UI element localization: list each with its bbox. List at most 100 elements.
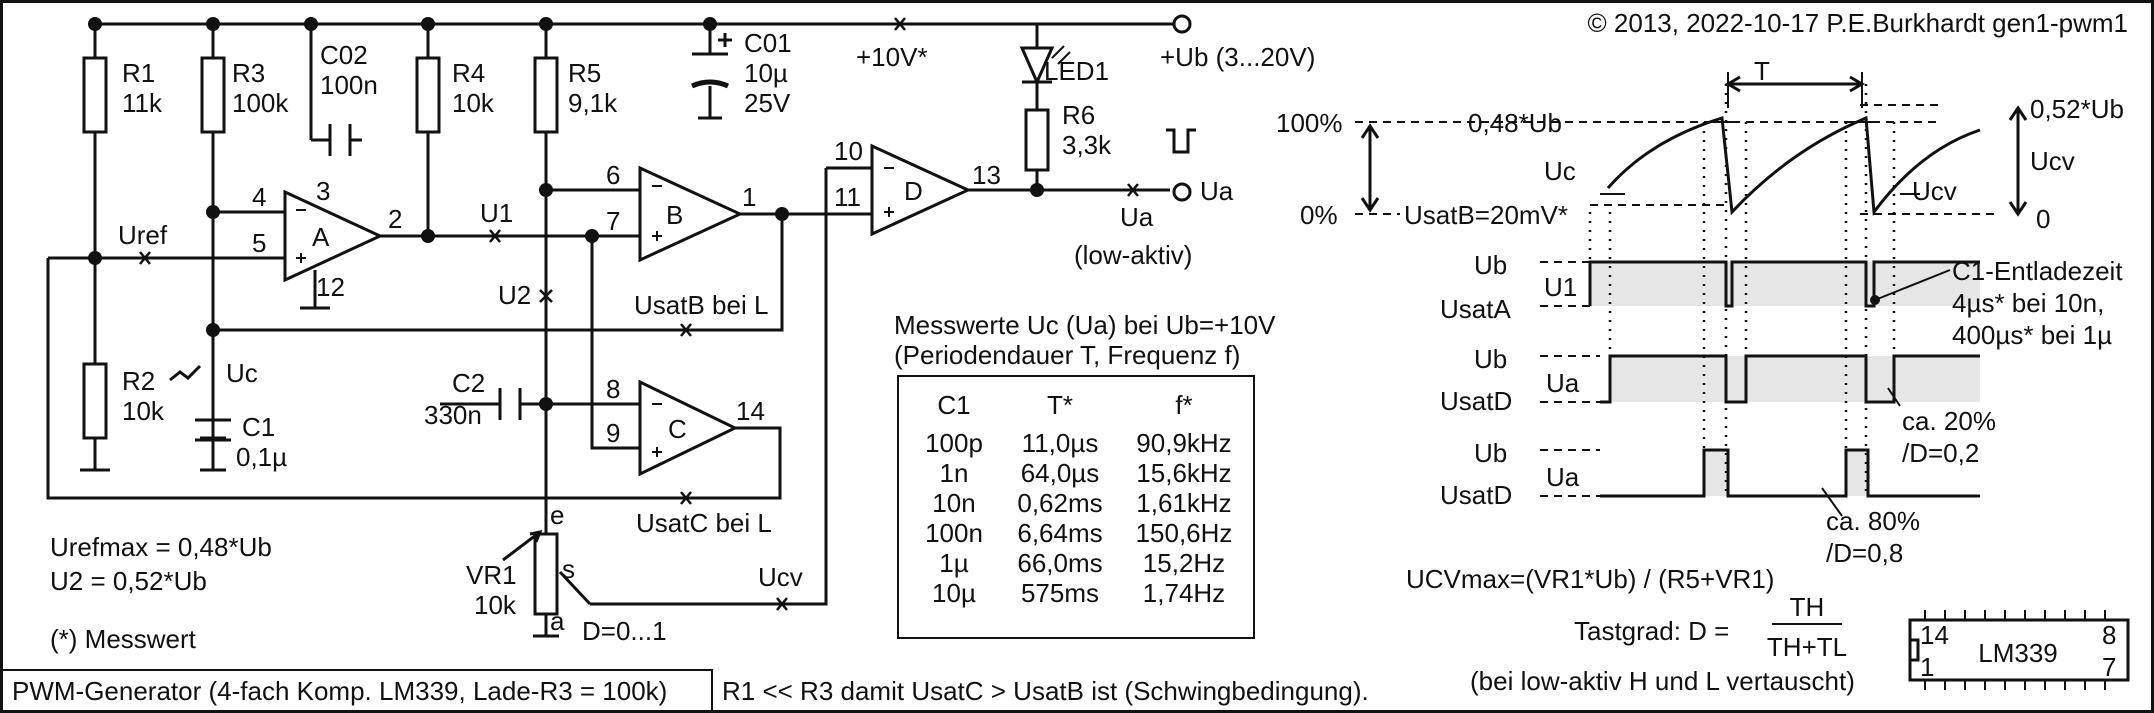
opamps bbox=[283, 143, 972, 477]
table-cell: 150,6Hz bbox=[1136, 518, 1233, 548]
u1-label: U1 bbox=[480, 198, 513, 228]
table-title-line2: (Periodendauer T, Frequenz f) bbox=[894, 340, 1240, 370]
vr1-label: VR1 bbox=[466, 560, 517, 590]
resistors bbox=[82, 56, 1050, 616]
vr1-terminal-s: s bbox=[562, 554, 575, 584]
test-point-marks bbox=[139, 17, 1139, 611]
timing-diagram bbox=[1355, 72, 2028, 625]
u2-note: U2 = 0,52*Ub bbox=[50, 566, 207, 596]
pin-14: 14 bbox=[736, 396, 765, 426]
opamp-d bbox=[870, 143, 972, 237]
vr1-body bbox=[533, 532, 559, 616]
ua-terminal-label: Ua bbox=[1200, 176, 1234, 206]
opamp-c bbox=[638, 379, 739, 477]
table-cell: 64,0µs bbox=[1021, 458, 1100, 488]
title-text: PWM-Generator (4-fach Komp. LM339, Lade-… bbox=[12, 676, 667, 706]
ucvmax-formula: UCVmax=(VR1*Ub) / (R5+VR1) bbox=[1406, 564, 1774, 594]
c2-plates bbox=[498, 388, 522, 420]
ic-pin-14: 14 bbox=[1920, 620, 1949, 650]
tastgrad-numerator: TH bbox=[1790, 592, 1825, 622]
r2-value: 10k bbox=[122, 396, 165, 426]
table-cell: 0,62ms bbox=[1017, 488, 1102, 518]
u2-label: U2 bbox=[498, 280, 531, 310]
c1-plates bbox=[195, 418, 231, 442]
ua-label: Ua bbox=[1120, 202, 1154, 232]
duty-20-line2: /D=0,2 bbox=[1902, 438, 1979, 468]
duty-20-line1: ca. 20% bbox=[1902, 406, 1996, 436]
pin-4: 4 bbox=[252, 182, 266, 212]
pin-13: 13 bbox=[972, 160, 1001, 190]
r6-body bbox=[1024, 108, 1050, 172]
r3-body bbox=[200, 56, 226, 134]
opamp-d-label: D bbox=[904, 176, 923, 206]
opamp-c-label: C bbox=[668, 414, 687, 444]
v048-label: 0,48*Ub bbox=[1468, 108, 1562, 138]
table-header-t: T* bbox=[1047, 390, 1073, 420]
ua2-ub-label: Ub bbox=[1474, 438, 1507, 468]
table-cell: 100n bbox=[925, 518, 983, 548]
c01-label: C01 bbox=[744, 28, 792, 58]
vr1-value: 10k bbox=[474, 590, 517, 620]
junctions bbox=[88, 14, 1192, 411]
r5-value: 9,1k bbox=[568, 88, 618, 118]
ua2-trace-label: Ua bbox=[1546, 462, 1580, 492]
messwert-note: (*) Messwert bbox=[50, 624, 197, 654]
timing-zero-label: 0 bbox=[2036, 204, 2050, 234]
u1-usata-label: UsatA bbox=[1440, 294, 1511, 324]
vr1-terminal-e: e bbox=[550, 500, 564, 530]
table-cell: 1,74Hz bbox=[1143, 578, 1225, 608]
c02-plates bbox=[328, 124, 352, 156]
opamp-b bbox=[638, 165, 744, 263]
ua1-ub-label: Ub bbox=[1474, 344, 1507, 374]
tastgrad-formula: Tastgrad: D = bbox=[1574, 616, 1729, 646]
timing-ucv-right-label: Ucv bbox=[2030, 146, 2075, 176]
pin-10: 10 bbox=[834, 136, 863, 166]
r2-label: R2 bbox=[122, 366, 155, 396]
table-header-f: f* bbox=[1175, 390, 1192, 420]
u1-trace-label: U1 bbox=[1544, 272, 1577, 302]
pin-8: 8 bbox=[606, 374, 620, 404]
r5-body bbox=[533, 56, 559, 134]
table-cell: 1,61kHz bbox=[1136, 488, 1231, 518]
vr1-wiper-arrow bbox=[502, 529, 543, 562]
timing-ucv-label: Ucv bbox=[1912, 176, 1957, 206]
c01-value: 10µ bbox=[744, 58, 788, 88]
pin-6: 6 bbox=[606, 160, 620, 190]
c1-discharge-line2: 4µs* bei 10n, bbox=[1952, 288, 2104, 318]
r6-label: R6 bbox=[1062, 100, 1095, 130]
pin-11: 11 bbox=[834, 182, 861, 212]
c1-discharge-line1: C1-Entladezeit bbox=[1952, 256, 2123, 286]
c1-label: C1 bbox=[242, 412, 275, 442]
duty-80-line2: /D=0,8 bbox=[1826, 538, 1903, 568]
ua2-usatd-label: UsatD bbox=[1440, 480, 1512, 510]
pin-12: 12 bbox=[316, 272, 345, 302]
lm339-package bbox=[1908, 610, 2130, 690]
duty-range-label: D=0...1 bbox=[582, 616, 667, 646]
ic-name: LM339 bbox=[1978, 638, 2058, 668]
table-cell: 10n bbox=[932, 488, 975, 518]
ua-low-active-label: (low-aktiv) bbox=[1074, 240, 1192, 270]
uref-label: Uref bbox=[118, 220, 168, 250]
table-cell: 6,64ms bbox=[1017, 518, 1102, 548]
pin-9: 9 bbox=[606, 418, 620, 448]
c01-plus bbox=[718, 33, 732, 47]
table-cell: 100p bbox=[925, 428, 983, 458]
table-cell: 10µ bbox=[932, 578, 976, 608]
pin-7: 7 bbox=[606, 206, 620, 236]
tastgrad-denominator: TH+TL bbox=[1767, 632, 1847, 662]
r4-label: R4 bbox=[452, 58, 485, 88]
table-cell: 11,0µs bbox=[1022, 428, 1099, 458]
oscillation-condition-note: R1 << R3 damit UsatC > UsatB ist (Schwin… bbox=[722, 676, 1369, 706]
measurement-table-box bbox=[897, 375, 1255, 639]
supply-ub-label: +Ub (3...20V) bbox=[1160, 42, 1315, 72]
table-cell: 15,2Hz bbox=[1143, 548, 1225, 578]
pin-2: 2 bbox=[388, 204, 402, 234]
led1-label: LED1 bbox=[1044, 56, 1109, 86]
table-cell: 575ms bbox=[1021, 578, 1099, 608]
v052-label: 0,52*Ub bbox=[2030, 94, 2124, 124]
table-cell: 15,6kHz bbox=[1136, 458, 1231, 488]
r3-label: R3 bbox=[232, 58, 265, 88]
